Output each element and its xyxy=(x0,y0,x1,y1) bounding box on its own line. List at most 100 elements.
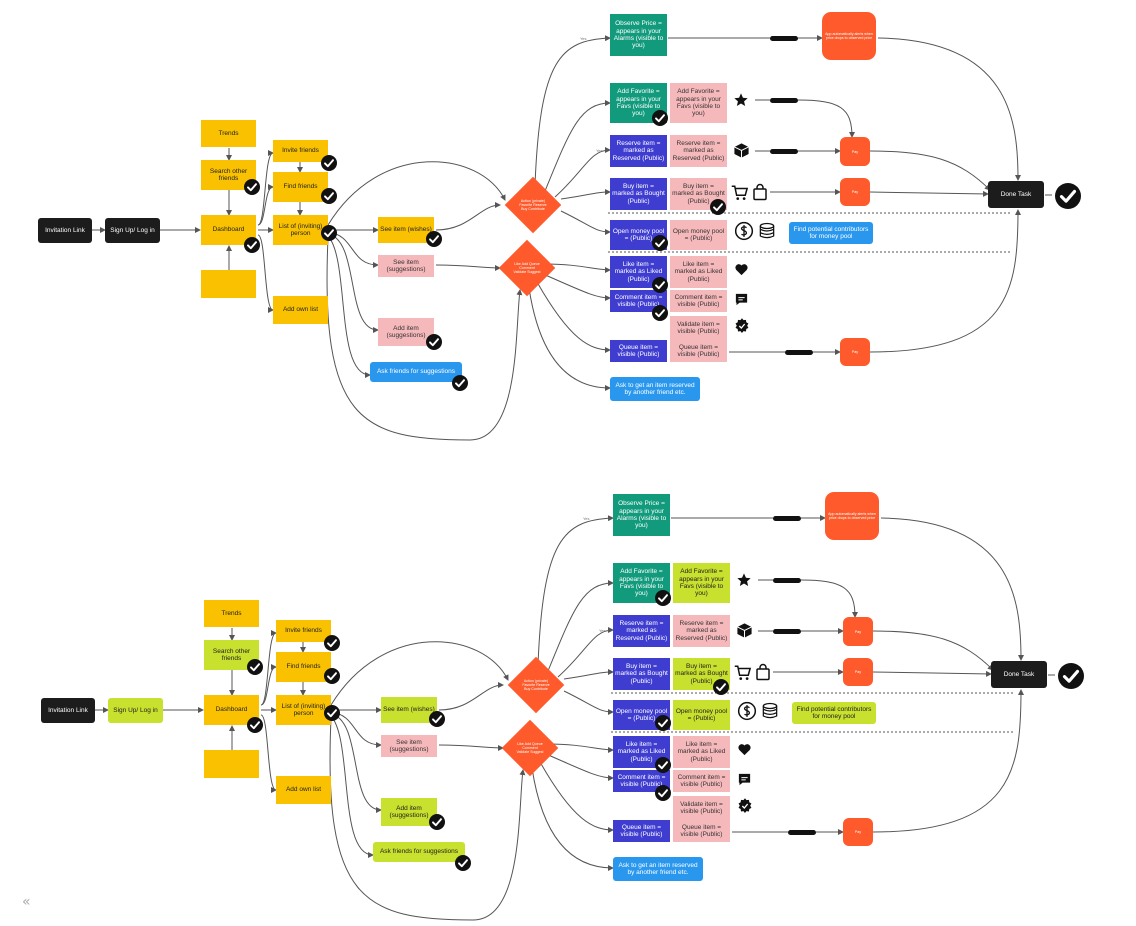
flow_top-observe-price-node[interactable]: Observe Price = appears in your Alarms (… xyxy=(610,14,667,56)
flow_bottom-edge-list-additem xyxy=(330,713,382,813)
flow_bottom-reserve-a-node[interactable]: Reserve item = marked as Reserved (Publi… xyxy=(613,615,670,647)
flow_bottom-ask-reserved-node[interactable]: Ask to get an item reserved by another f… xyxy=(613,857,703,881)
flow_top-find-friends-node[interactable]: Find friends xyxy=(273,172,328,202)
flow_bottom-pill-3 xyxy=(773,629,801,634)
flow_top-edge-list-additem xyxy=(327,233,379,333)
flow_top-reserve-a-node[interactable]: Reserve item = marked as Reserved (Publi… xyxy=(610,135,667,167)
flow_bottom-invitation-link-node[interactable]: Invitation Link xyxy=(41,698,95,723)
flow_top-edge-d2-queue xyxy=(536,281,611,353)
flow_top-edge-suggestions-diamond2 xyxy=(435,264,501,271)
flow_top-validate-node[interactable]: Validate item = visible (Public) xyxy=(670,316,727,340)
flow_top-queue-a-node[interactable]: Queue item = visible (Public) xyxy=(610,340,667,362)
flow_top-sign-up-node[interactable]: Sign Up/ Log in xyxy=(105,218,160,243)
flow_top-add-item-node[interactable]: Add item (suggestions) xyxy=(378,318,434,346)
flow_bottom-observe-price-node[interactable]: Observe Price = appears in your Alarms (… xyxy=(613,494,670,536)
flow_top-see-wishes-node[interactable]: See item (wishes) xyxy=(378,217,434,243)
flow_bottom-invite-friends-node[interactable]: Invite friends xyxy=(276,620,331,642)
flow_bottom-check-circle-icon xyxy=(455,855,471,871)
flow_top-add-own-list-node[interactable]: Add own list xyxy=(273,296,328,324)
flow_bottom-pay-3-node[interactable]: Pay xyxy=(843,658,873,686)
collapse-panel-icon[interactable]: « xyxy=(22,894,31,910)
flow_top-favorite-b-node[interactable]: Add Favorite = appears in your Favs (vis… xyxy=(670,83,727,123)
flow_bottom-find-contributors-node[interactable]: Find potential contributors for money po… xyxy=(792,702,876,724)
flow_bottom-edge-d2-queue xyxy=(539,761,614,833)
flow_top-edge-list-diamond2-loop xyxy=(326,237,523,441)
flow_bottom-done-task-node[interactable]: Done Task xyxy=(991,661,1047,688)
flow_bottom-reserve-b-node[interactable]: Reserve item = marked as Reserved (Publi… xyxy=(673,615,730,647)
flow_top-edge-dashboard-addlist xyxy=(257,234,274,313)
flow_top-see-suggestions-node[interactable]: See item (suggestions) xyxy=(378,255,434,277)
flow_top-like-a-node[interactable]: Like item = marked as Liked (Public) xyxy=(610,256,667,288)
flow_bottom-add-own-list-node[interactable]: Add own list xyxy=(276,776,331,804)
flow_bottom-see-suggestions-node[interactable]: See item (suggestions) xyxy=(381,735,437,757)
flow_bottom-check-circle-icon xyxy=(655,757,671,773)
flow_bottom-comment-b-node[interactable]: Comment item = visible (Public) xyxy=(673,770,730,792)
flow_bottom-decision-diamond-2-label: Like Add Queue Comment Validate Suggest xyxy=(516,741,544,755)
flow_top-pay-3-node[interactable]: Pay xyxy=(840,178,870,206)
flow_top-trends-node[interactable]: Trends xyxy=(201,120,256,147)
flow_top-comment-b-node[interactable]: Comment item = visible (Public) xyxy=(670,290,727,312)
flow_bottom-star-icon xyxy=(736,572,752,588)
flow_top-reserve-b-node[interactable]: Reserve item = marked as Reserved (Publi… xyxy=(670,135,727,167)
flow_bottom-comment-a-node[interactable]: Comment item = visible (Public) xyxy=(613,770,670,792)
flow_top-edge-pay-done-3 xyxy=(869,209,1021,353)
flow_bottom-edge-dashboard-find xyxy=(260,664,277,706)
flow_top-check-circle-icon xyxy=(652,235,668,251)
flow_bottom-edge-pay-done-3 xyxy=(872,689,1024,833)
flow_top-buy-a-node[interactable]: Buy item = marked as Bought (Public) xyxy=(610,178,667,210)
flow_bottom-add-item-node[interactable]: Add item (suggestions) xyxy=(381,798,437,826)
flow_bottom-favorite-b-node[interactable]: Add Favorite = appears in your Favs (vis… xyxy=(673,563,730,603)
flow_bottom-trends-node[interactable]: Trends xyxy=(204,600,259,627)
flow_top-ask-friends-node[interactable]: Ask friends for suggestions xyxy=(370,362,462,382)
flow_bottom-badge-check-icon xyxy=(737,798,753,814)
flow_bottom-queue-a-node[interactable]: Queue item = visible (Public) xyxy=(613,820,670,842)
flow_top-coin-stack-icon xyxy=(757,221,777,241)
flow_bottom-like-b-node[interactable]: Like item = marked as Liked (Public) xyxy=(673,736,730,768)
flow_top-like-b-node[interactable]: Like item = marked as Liked (Public) xyxy=(670,256,727,288)
flow_bottom-decision-diamond-1-label: Action (private) Favorite Reserve Buy Co… xyxy=(522,678,550,692)
flow_top-check-circle-icon xyxy=(652,110,668,126)
flow_bottom-pool-b-node[interactable]: Open money pool = (Public) xyxy=(673,700,730,730)
flow_top-box-icon xyxy=(733,142,750,159)
flow_top-find-contributors-node[interactable]: Find potential contributors for money po… xyxy=(789,222,873,244)
flow_top-pool-b-node[interactable]: Open money pool = (Public) xyxy=(670,220,727,250)
flow_top-queue-b-node[interactable]: Queue item = visible (Public) xyxy=(670,340,727,362)
flow_top-list-inviting-node[interactable]: List of (inviting) person xyxy=(273,215,328,245)
flow_top-pay-4-node[interactable]: Pay xyxy=(840,338,870,366)
flow_bottom-pill-2 xyxy=(773,578,801,583)
flow_bottom-validate-node[interactable]: Validate item = visible (Public) xyxy=(673,796,730,820)
flow_top-invitation-link-node[interactable]: Invitation Link xyxy=(38,218,92,243)
flow_top-invite-friends-node[interactable]: Invite friends xyxy=(273,140,328,162)
flow_bottom-edge-dashboard-addlist xyxy=(260,714,277,793)
flow_top-done-task-node[interactable]: Done Task xyxy=(988,181,1044,208)
flow_top-check-circle-icon xyxy=(321,155,337,171)
flow_top-alert-orange-node[interactable]: App automatically alerts when price drop… xyxy=(822,12,876,60)
flow_bottom-pay-2-node[interactable]: Pay xyxy=(843,618,873,646)
flow_bottom-pay-4-node[interactable]: Pay xyxy=(843,818,873,846)
flow_top-pill-1 xyxy=(770,36,798,41)
flow_top-check-circle-icon xyxy=(426,231,442,247)
flow_bottom-check-circle-icon xyxy=(655,715,671,731)
flow_bottom-find-friends-node[interactable]: Find friends xyxy=(276,652,331,682)
flow_top-comment-a-node[interactable]: Comment item = visible (Public) xyxy=(610,290,667,312)
flow_top-heart-icon xyxy=(734,262,749,277)
flow_bottom-queue-b-node[interactable]: Queue item = visible (Public) xyxy=(673,820,730,842)
flow_bottom-empty-yellow-node[interactable] xyxy=(204,750,259,778)
flow_bottom-list-inviting-node[interactable]: List of (inviting) person xyxy=(276,695,331,725)
flow_bottom-see-wishes-node[interactable]: See item (wishes) xyxy=(381,697,437,723)
flow_bottom-check-circle-icon xyxy=(655,785,671,801)
flow_top-decision-diamond-1-label: Action (private) Favorite Reserve Buy Co… xyxy=(519,198,547,212)
flow_top-pay-2-node[interactable]: Pay xyxy=(840,138,870,166)
flow_bottom-check-circle-icon xyxy=(655,590,671,606)
flow_top-ask-reserved-node[interactable]: Ask to get an item reserved by another f… xyxy=(610,377,700,401)
flow_bottom-sign-up-node[interactable]: Sign Up/ Log in xyxy=(108,698,163,723)
flow_bottom-buy-a-node[interactable]: Buy item = marked as Bought (Public) xyxy=(613,658,670,690)
flow_top-buy-b-node[interactable]: Buy item = marked as Bought (Public) xyxy=(670,178,727,210)
flow_top-favorite-a-node[interactable]: Add Favorite = appears in your Favs (vis… xyxy=(610,83,667,123)
flow_bottom-edge-list-diamond2-loop xyxy=(329,717,526,921)
flow_top-empty-yellow-node[interactable] xyxy=(201,270,256,298)
flow_bottom-ask-friends-node[interactable]: Ask friends for suggestions xyxy=(373,842,465,862)
flow_bottom-heart-icon xyxy=(737,742,752,757)
flow_top-edge-d2-ask xyxy=(528,287,611,391)
flow_bottom-alert-orange-node[interactable]: App automatically alerts when price drop… xyxy=(825,492,879,540)
